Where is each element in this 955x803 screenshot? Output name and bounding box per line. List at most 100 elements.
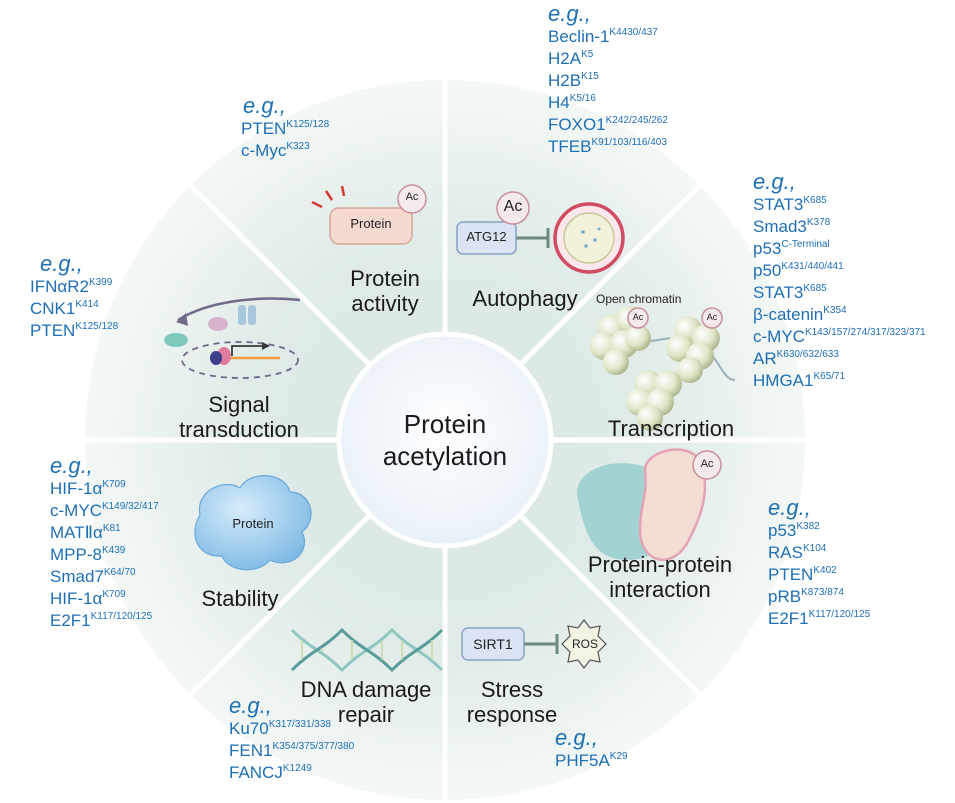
- example-item: HMGA1K65/71: [753, 370, 926, 392]
- transcription-eg: e.g.,: [753, 169, 796, 194]
- example-item: Beclin-1K4430/437: [548, 26, 668, 48]
- ros-label: ROS: [571, 637, 598, 651]
- ppi-eg: e.g.,: [768, 495, 811, 520]
- example-item: p50K431/440/441: [753, 260, 926, 282]
- example-site: K125/128: [286, 119, 330, 130]
- signal-transduction-icon: [164, 297, 301, 379]
- example-site: K91/103/116/403: [591, 137, 667, 148]
- stability-protein-icon: [194, 475, 312, 571]
- example-item: Smad7K64/70: [50, 566, 159, 588]
- example-protein-name: RAS: [768, 543, 803, 562]
- example-item: PTENK402: [768, 564, 870, 586]
- stability-title: Stability: [201, 586, 279, 611]
- signal-title: Signal transduction: [164, 392, 314, 442]
- example-site: K354/375/377/380: [272, 741, 355, 752]
- protein-activity-icon: [311, 184, 427, 245]
- example-protein-name: PTEN: [30, 321, 76, 340]
- chromatin-ac-label-2: Ac: [706, 312, 718, 322]
- open-chromatin-label: Open chromatin: [596, 292, 682, 306]
- dna-helix-icon: [290, 627, 444, 673]
- example-protein-name: IFNαR2: [30, 277, 89, 296]
- example-item: E2F1K117/120/125: [50, 610, 159, 632]
- example-site: K399: [88, 277, 113, 288]
- example-item: STAT3K685: [753, 282, 926, 304]
- example-site: K382: [796, 521, 820, 532]
- example-item: FEN1K354/375/377/380: [229, 740, 354, 762]
- example-protein-name: PHF5A: [555, 751, 610, 770]
- dna-title-line1: DNA damage: [300, 677, 432, 702]
- example-item: PTENK125/128: [241, 118, 329, 140]
- example-site: K117/120/125: [90, 611, 153, 622]
- stress-title-line2: response: [466, 702, 558, 727]
- protein-activity-icon-label: Protein: [350, 216, 392, 231]
- example-site: K873/874: [801, 587, 844, 598]
- center-label-line2: acetylation: [382, 441, 508, 471]
- example-site: K1249: [282, 763, 312, 774]
- center-label-line1: Protein: [403, 409, 487, 439]
- example-item: TFEBK91/103/116/403: [548, 136, 668, 158]
- example-protein-name: FANCJ: [229, 763, 283, 782]
- example-protein-name: Smad7: [50, 567, 104, 586]
- example-item: p53K382: [768, 520, 870, 542]
- example-site: K685: [803, 283, 827, 294]
- protein-protein-icon: [577, 448, 722, 561]
- example-site: K378: [806, 217, 831, 228]
- example-item: HIF-1αK709: [50, 478, 159, 500]
- example-site: K317/331/338: [268, 719, 331, 730]
- example-item: Smad3K378: [753, 216, 926, 238]
- dna-title-line2: repair: [337, 702, 395, 727]
- stress-examples: e.g., PHF5AK29: [555, 726, 628, 772]
- example-protein-name: MATⅡα: [50, 523, 103, 542]
- example-site: K354: [823, 305, 847, 316]
- example-protein-name: p53: [753, 239, 782, 258]
- example-site: K149/32/417: [101, 501, 159, 512]
- example-site: K431/440/441: [781, 261, 844, 272]
- example-protein-name: CNK1: [30, 299, 76, 318]
- example-protein-name: c-Myc: [241, 141, 287, 160]
- center-label: Protein acetylation: [345, 408, 545, 472]
- example-protein-name: H2B: [548, 71, 582, 90]
- example-item: H2BK15: [548, 70, 668, 92]
- example-site: K323: [286, 141, 310, 152]
- example-protein-name: STAT3: [753, 195, 804, 214]
- example-item: c-MycK323: [241, 140, 329, 162]
- example-site: K685: [803, 195, 827, 206]
- example-site: K5/16: [569, 93, 596, 104]
- example-protein-name: pRB: [768, 587, 802, 606]
- example-protein-name: p53: [768, 521, 797, 540]
- example-site: K242/245/262: [605, 115, 668, 126]
- example-protein-name: HMGA1: [753, 371, 814, 390]
- stress-list: PHF5AK29: [555, 750, 628, 772]
- signal-eg: e.g.,: [40, 251, 83, 276]
- stress-eg: e.g.,: [555, 725, 598, 750]
- example-item: p53C-Terminal: [753, 238, 926, 260]
- example-site: K29: [609, 751, 628, 762]
- example-site: K117/120/125: [808, 609, 871, 620]
- center-circle: [336, 331, 554, 549]
- transcription-title: Transcription: [607, 416, 735, 441]
- protein-activity-ac-label: Ac: [405, 191, 419, 203]
- example-site: K104: [802, 543, 827, 554]
- example-site: K439: [101, 545, 126, 556]
- ppi-ac-label: Ac: [700, 458, 714, 470]
- protein-activity-title-line2: activity: [351, 291, 419, 316]
- example-item: pRBK873/874: [768, 586, 870, 608]
- example-item: β-cateninK354: [753, 304, 926, 326]
- signal-title-line2: transduction: [179, 417, 299, 442]
- protein-activity-eg: e.g.,: [243, 93, 286, 118]
- example-site: K65/71: [813, 371, 846, 382]
- example-site: K4430/437: [609, 27, 658, 38]
- example-protein-name: AR: [753, 349, 777, 368]
- example-item: RASK104: [768, 542, 870, 564]
- example-item: H4K5/16: [548, 92, 668, 114]
- example-protein-name: STAT3: [753, 283, 804, 302]
